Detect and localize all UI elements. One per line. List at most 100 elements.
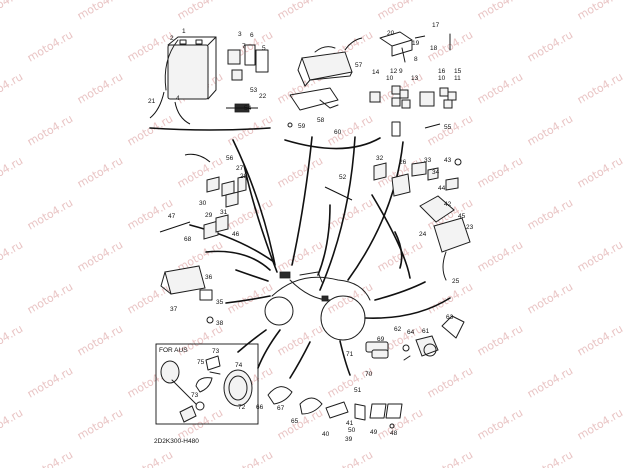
callout-75: 75 (197, 359, 205, 366)
watermark-text: moto4.ru (575, 0, 625, 23)
callout-35: 35 (216, 299, 224, 306)
callout-29: 29 (205, 212, 213, 219)
callout-24: 24 (419, 231, 427, 238)
callout-49: 49 (370, 429, 378, 436)
motorcycle-outline (264, 271, 371, 341)
callout-72: 72 (238, 404, 246, 411)
callout-13: 13 (411, 75, 419, 82)
watermark-text: moto4.ru (25, 28, 75, 65)
watermark-text: moto4.ru (0, 70, 25, 107)
lower-right-group (365, 315, 465, 361)
watermark-text: moto4.ru (225, 448, 275, 468)
callout-25: 25 (452, 278, 460, 285)
callout-63: 63 (446, 314, 454, 321)
watermark-text: moto4.ru (375, 0, 425, 23)
watermark-text: moto4.ru (575, 322, 625, 359)
watermark-text: moto4.ru (475, 322, 525, 359)
watermark-text: moto4.ru (75, 322, 125, 359)
watermark-text: moto4.ru (475, 0, 525, 23)
callout-10: 10 (386, 75, 394, 82)
callout-11: 11 (454, 75, 461, 82)
callout-66: 66 (256, 404, 264, 411)
watermark-text: moto4.ru (125, 280, 175, 317)
watermark-text: moto4.ru (475, 406, 525, 443)
aus-variant-box: FOR AUS (155, 343, 259, 425)
callout-31: 31 (220, 209, 228, 216)
drawing-code: 2D2K300-H480 (154, 438, 199, 445)
callout-40: 40 (322, 431, 330, 438)
watermark-text: moto4.ru (25, 280, 75, 317)
watermark-text: moto4.ru (575, 238, 625, 275)
callout-54: 54 (244, 105, 252, 112)
callout-51: 51 (354, 387, 362, 394)
callout-8: 8 (414, 56, 418, 63)
callout-69: 69 (377, 336, 385, 343)
watermark-text: moto4.ru (75, 70, 125, 107)
callout-4: 4 (176, 95, 180, 102)
callout-22: 22 (259, 93, 267, 100)
watermark-text: moto4.ru (525, 364, 575, 401)
watermark-text: moto4.ru (0, 322, 25, 359)
callout-70: 70 (365, 371, 373, 378)
watermark-text: moto4.ru (475, 154, 525, 191)
watermark-text: moto4.ru (525, 196, 575, 233)
battery-assembly (149, 36, 269, 125)
bottom-group (195, 377, 403, 429)
callout-9: 9 (399, 68, 403, 75)
callout-73b: 73 (191, 392, 199, 399)
callout-74: 74 (235, 362, 243, 369)
callout-60: 60 (334, 129, 342, 136)
watermark-text: moto4.ru (575, 154, 625, 191)
callout-12: 12 (390, 68, 398, 75)
callout-27: 27 (236, 165, 244, 172)
watermark-text: moto4.ru (575, 70, 625, 107)
watermark-text: moto4.ru (225, 280, 275, 317)
watermark-text: moto4.ru (425, 448, 475, 468)
ecu-box (287, 37, 363, 128)
callout-16: 16 (438, 68, 446, 75)
watermark-text: moto4.ru (275, 154, 325, 191)
callout-3: 3 (238, 31, 242, 38)
callout-56: 56 (226, 155, 234, 162)
watermark-text: moto4.ru (425, 364, 475, 401)
callout-36: 36 (205, 274, 213, 281)
watermark-text: moto4.ru (525, 112, 575, 149)
watermark-text: moto4.ru (275, 238, 325, 275)
callout-48: 48 (390, 430, 398, 437)
watermark-text: moto4.ru (325, 196, 375, 233)
watermark-text: moto4.ru (25, 196, 75, 233)
callout-38: 38 (216, 320, 224, 327)
watermark-text: moto4.ru (325, 364, 375, 401)
callout-7: 7 (242, 43, 246, 50)
watermark-text: moto4.ru (75, 0, 125, 23)
callout-34: 34 (432, 169, 440, 176)
watermark-text: moto4.ru (525, 280, 575, 317)
callout-32: 32 (376, 155, 384, 162)
callout-50: 50 (348, 427, 356, 434)
callout-labels: 1 2 3 4 5 6 7 8 9 10 10 11 12 13 14 15 1… (148, 22, 474, 443)
watermark-text: moto4.ru (0, 0, 25, 23)
watermark-text: moto4.ru (25, 364, 75, 401)
callout-45: 45 (458, 213, 466, 220)
callout-61: 61 (422, 328, 430, 335)
callout-17: 17 (432, 22, 440, 29)
watermark-text: moto4.ru (75, 406, 125, 443)
watermark-text: moto4.ru (75, 238, 125, 275)
watermark-text: moto4.ru (25, 448, 75, 468)
callout-33: 33 (424, 157, 432, 164)
watermark-text: moto4.ru (475, 238, 525, 275)
callout-14: 14 (372, 69, 380, 76)
callout-47: 47 (168, 213, 176, 220)
callout-23: 23 (466, 224, 474, 231)
callout-46: 46 (232, 231, 240, 238)
watermark-text: moto4.ru (325, 448, 375, 468)
callout-67: 67 (277, 405, 285, 412)
watermark-text: moto4.ru (525, 448, 575, 468)
callout-73: 73 (212, 348, 220, 355)
callout-42: 42 (444, 201, 452, 208)
watermark-text: moto4.ru (75, 154, 125, 191)
callout-58: 58 (317, 117, 325, 124)
relay-cluster (369, 31, 457, 137)
watermark-text: moto4.ru (0, 406, 25, 443)
